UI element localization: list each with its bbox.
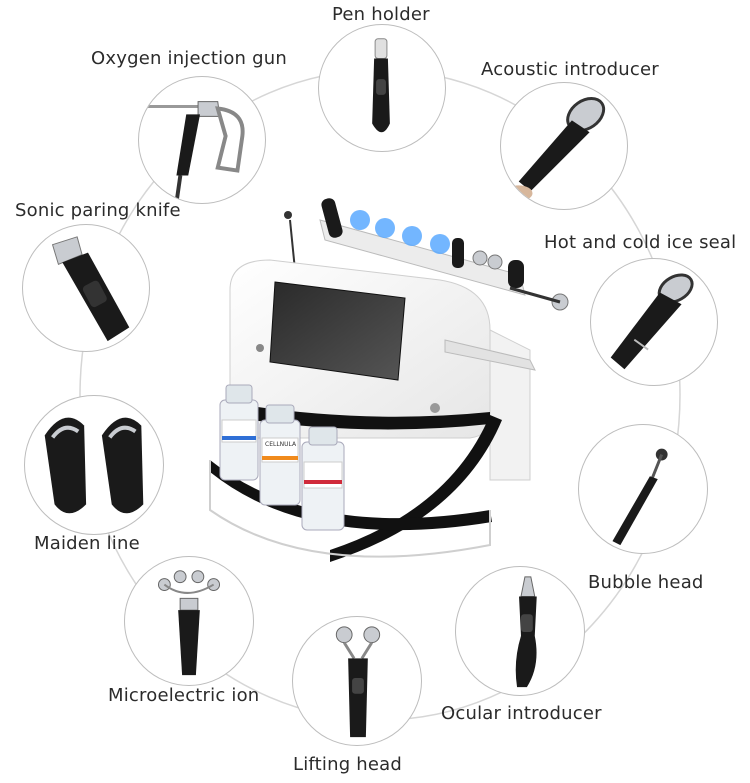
- oxygen-gun-circle: [138, 76, 266, 204]
- pen-holder-icon: [372, 38, 390, 133]
- bubble-wand-icon: [612, 448, 668, 546]
- pen-holder-circle: [318, 24, 446, 152]
- contour-handle-icon: [44, 417, 144, 514]
- bottle-label: CELLNULA: [265, 441, 297, 448]
- pen-holder-label: Pen holder: [332, 4, 430, 25]
- spray-gun-icon: [144, 101, 245, 203]
- microelectric-circle: [124, 556, 254, 686]
- sonic-knife-label: Sonic paring knife: [15, 200, 181, 221]
- acoustic-introducer-icon: [504, 97, 606, 202]
- maiden-line-label: Maiden line: [34, 533, 140, 554]
- microcurrent-icon: [157, 570, 221, 676]
- hot-cold-label: Hot and cold ice seal: [544, 232, 737, 253]
- maiden-line-circle: [24, 395, 164, 535]
- oxygen-gun-label: Oxygen injection gun: [91, 48, 287, 69]
- ocular-label: Ocular introducer: [441, 703, 602, 724]
- bubble-head-label: Bubble head: [588, 572, 704, 593]
- roller-icon: [335, 626, 381, 738]
- sonic-knife-circle: [22, 224, 150, 352]
- lifting-head-circle: [292, 616, 422, 746]
- ice-hammer-icon: [610, 273, 694, 370]
- lifting-head-label: Lifting head: [293, 754, 403, 775]
- hydrafacial-machine: CELLNULA: [209, 198, 569, 562]
- microelectric-label: Microelectric ion: [108, 685, 260, 706]
- eye-pen-icon: [515, 576, 537, 688]
- hot-cold-circle: [590, 258, 718, 386]
- ultrasonic-blade-icon: [51, 236, 130, 342]
- ocular-circle: [455, 566, 585, 696]
- acoustic-circle: [500, 82, 628, 210]
- bubble-head-circle: [578, 424, 708, 554]
- acoustic-label: Acoustic introducer: [481, 59, 659, 80]
